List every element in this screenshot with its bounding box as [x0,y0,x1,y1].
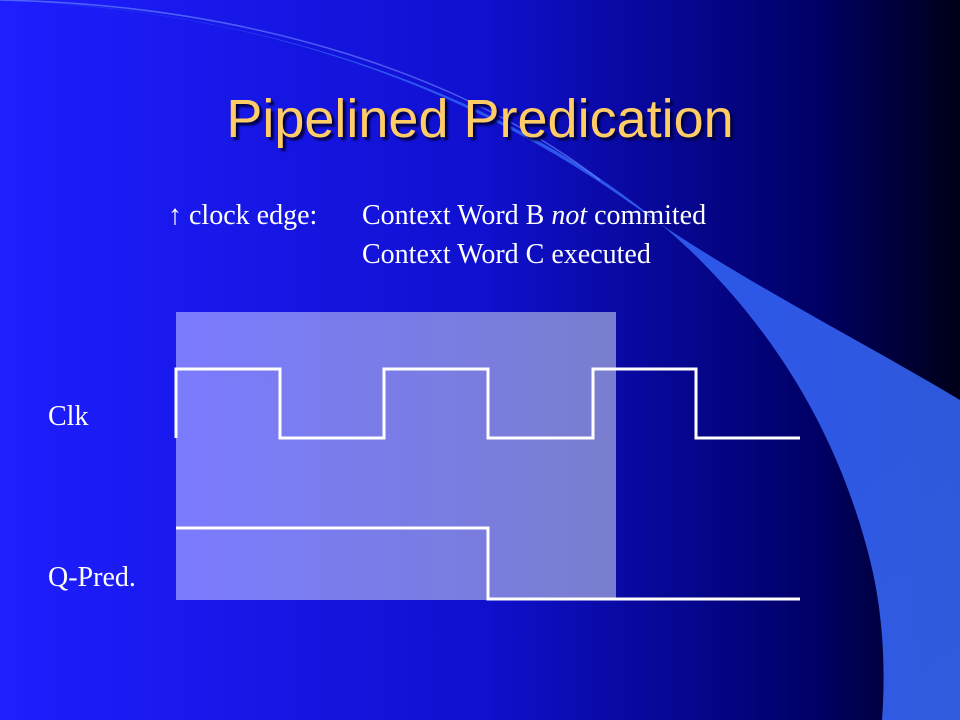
annotation-emphasis: not [551,200,588,231]
annotation-line-2: Context Word C executed [362,239,651,270]
clock-edge-label: ↑ clock edge: [168,200,318,231]
annotation-line-1-prefix: Context Word B [362,200,552,231]
annotation-line-1-suffix: commited [587,200,707,231]
qpred-signal-label: Q-Pred. [48,562,136,593]
annotation-line-1: Context Word B not commited [362,200,706,232]
qpred-waveform [176,526,800,601]
slide-title: Pipelined Predication [226,89,734,149]
highlight-region [176,312,616,600]
clk-waveform [174,367,800,440]
clk-signal-label: Clk [48,401,89,432]
